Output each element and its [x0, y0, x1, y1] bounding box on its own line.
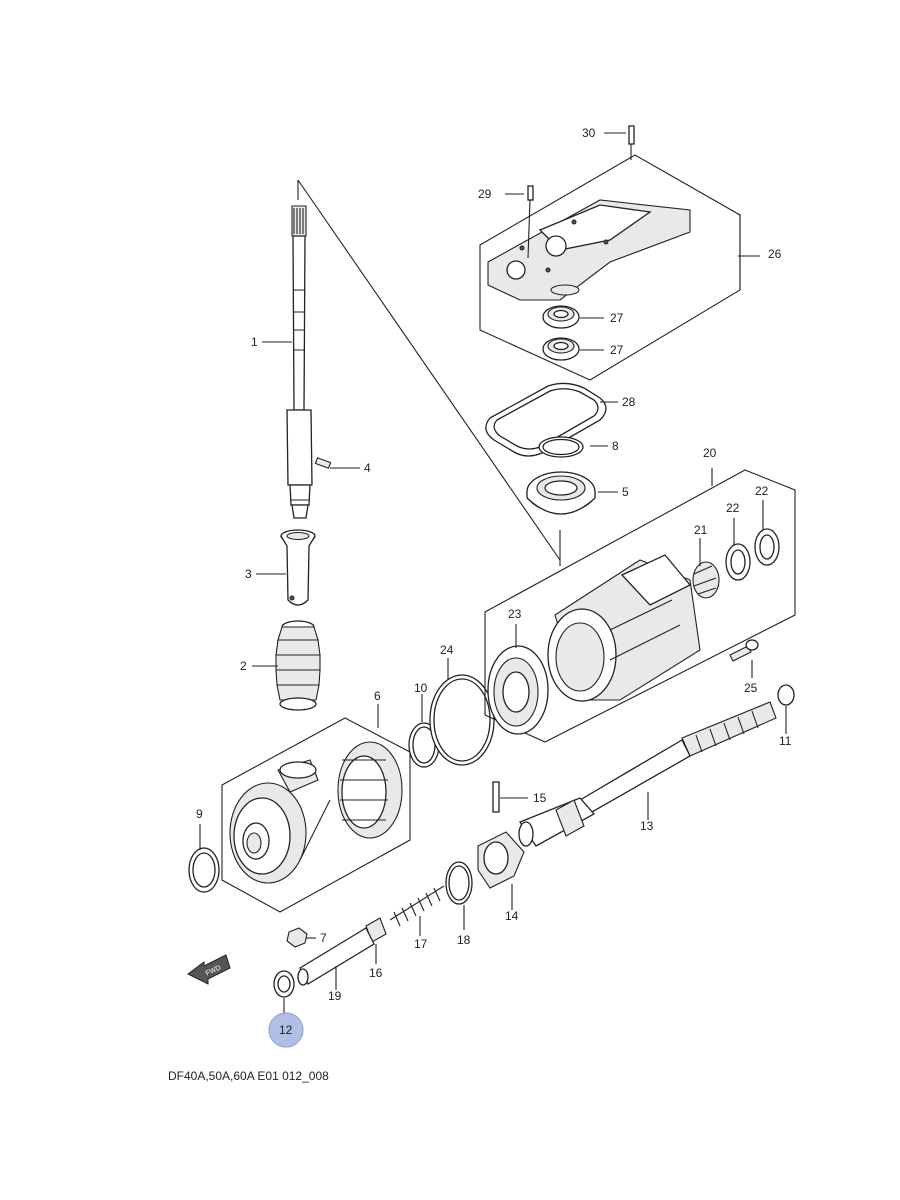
callout-12[interactable]: 12 — [279, 1023, 293, 1037]
callout-19[interactable]: 19 — [328, 989, 342, 1003]
callout-labels: 1 4 3 2 6 9 7 30 29 26 27 27 28 8 5 20 2… — [196, 126, 792, 1037]
highlight-marker[interactable] — [268, 1012, 304, 1048]
callout-23[interactable]: 23 — [508, 607, 522, 621]
pin-29 — [527, 185, 534, 201]
bolt-25 — [729, 639, 759, 662]
callout-22-a[interactable]: 22 — [726, 501, 740, 515]
callout-17[interactable]: 17 — [414, 937, 428, 951]
gear-case-group — [221, 717, 411, 913]
callout-22-b[interactable]: 22 — [755, 484, 769, 498]
callout-5[interactable]: 5 — [622, 485, 629, 499]
callout-26[interactable]: 26 — [768, 247, 782, 261]
callout-10[interactable]: 10 — [414, 681, 428, 695]
callout-21[interactable]: 21 — [694, 523, 708, 537]
water-pump-case-group — [479, 125, 741, 381]
callout-6[interactable]: 6 — [374, 689, 381, 703]
shift-rod-16-19 — [297, 917, 387, 986]
callout-9[interactable]: 9 — [196, 807, 203, 821]
key-4 — [314, 457, 332, 469]
callout-4[interactable]: 4 — [364, 461, 371, 475]
bearing-5 — [526, 471, 596, 515]
callout-14[interactable]: 14 — [505, 909, 519, 923]
nut-7 — [286, 927, 308, 948]
callout-29[interactable]: 29 — [478, 187, 492, 201]
callout-11[interactable]: 11 — [779, 734, 792, 748]
callout-27-upper[interactable]: 27 — [610, 311, 624, 325]
sleeve-3 — [280, 529, 316, 606]
callout-16[interactable]: 16 — [369, 966, 383, 980]
drive-shaft-1 — [286, 205, 313, 519]
assembly-guide-lines — [297, 179, 561, 561]
fwd-arrow-icon: FWD — [187, 954, 231, 985]
callout-15[interactable]: 15 — [533, 791, 547, 805]
callout-7[interactable]: 7 — [320, 931, 327, 945]
group-outline-6 — [221, 717, 411, 913]
gasket-28 — [485, 382, 607, 457]
callout-25[interactable]: 25 — [744, 681, 758, 695]
callout-1[interactable]: 1 — [251, 335, 258, 349]
clutch-14 — [477, 831, 525, 889]
leader-lines — [199, 132, 787, 1014]
callout-20[interactable]: 20 — [703, 446, 717, 460]
pin-30 — [628, 125, 635, 145]
callout-2[interactable]: 2 — [240, 659, 247, 673]
callout-8[interactable]: 8 — [612, 439, 619, 453]
bearing-27-upper — [542, 305, 580, 329]
propeller-shaft-13 — [518, 701, 777, 847]
spring-17 — [389, 885, 445, 927]
bearing-27-lower — [542, 337, 580, 361]
boot-2 — [275, 620, 321, 711]
group-outline-20 — [484, 469, 796, 743]
bearing-housing-group — [484, 469, 796, 743]
callout-18[interactable]: 18 — [457, 933, 471, 947]
callout-28[interactable]: 28 — [622, 395, 636, 409]
callout-3[interactable]: 3 — [245, 567, 252, 581]
ring-11 — [777, 684, 795, 706]
callout-24[interactable]: 24 — [440, 643, 454, 657]
pin-15 — [492, 781, 500, 813]
callout-13[interactable]: 13 — [640, 819, 654, 833]
callout-27-lower[interactable]: 27 — [610, 343, 624, 357]
callout-30[interactable]: 30 — [582, 126, 596, 140]
diagram-caption: DF40A,50A,60A E01 012_008 — [168, 1069, 329, 1083]
